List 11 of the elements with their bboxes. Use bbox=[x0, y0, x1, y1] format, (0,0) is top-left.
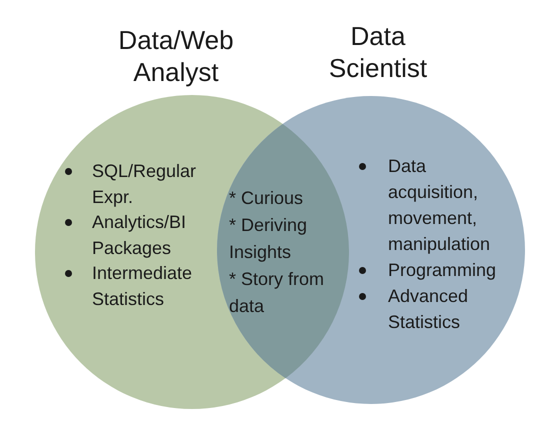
trait-item: * Deriving Insights bbox=[229, 214, 308, 264]
skill-item: Programming bbox=[388, 259, 496, 282]
trait-item: * Curious bbox=[229, 186, 304, 210]
skill-item: SQL/Regular Expr. bbox=[92, 160, 198, 209]
group-heading: Data/Web Analyst bbox=[117, 24, 235, 88]
skill-item: Intermediate Statistics bbox=[92, 262, 194, 310]
group-heading: Data Scientist bbox=[328, 20, 428, 84]
skill-item: Analytics/BI Packages bbox=[92, 211, 188, 260]
skill-item: Data acquisition, movement, manipulation bbox=[388, 155, 492, 256]
trait-item: * Story from data bbox=[229, 268, 326, 318]
skill-item: Advanced Statistics bbox=[388, 285, 470, 334]
